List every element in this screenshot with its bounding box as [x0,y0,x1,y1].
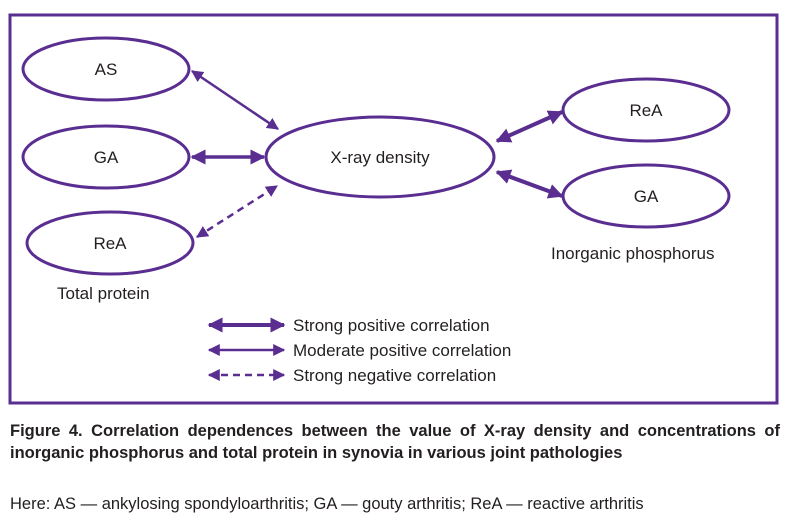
left-group-label: Total protein [57,284,150,303]
legend-item-strong-negative: Strong negative correlation [207,366,496,385]
node-ga-left: GA [21,124,191,190]
node-ga-right-label: GA [634,187,659,206]
legend: Strong positive correlation Moderate pos… [207,316,511,385]
edge-as-xray [191,69,279,131]
diagram-frame [8,13,779,405]
figure-caption-note: Here: AS — ankylosing spondyloarthritis;… [10,495,644,513]
node-as-label: AS [95,60,118,79]
correlation-diagram: AS GA ReA Total protein X-ray density Re… [8,13,779,405]
edge-xray-rea-right [495,110,564,143]
node-rea-right: ReA [561,77,731,143]
legend-item-moderate-positive: Moderate positive correlation [207,341,511,360]
legend-item-strong-positive: Strong positive correlation [207,316,490,335]
node-x-ray-density: X-ray density [264,115,496,199]
node-ga-right: GA [561,163,731,229]
node-as: AS [21,36,191,102]
node-rea-right-label: ReA [629,101,663,120]
legend-label-moderate-positive: Moderate positive correlation [293,341,511,360]
node-x-ray-density-label: X-ray density [330,148,430,167]
legend-label-strong-negative: Strong negative correlation [293,366,496,385]
right-group-label: Inorganic phosphorus [551,244,715,263]
edge-rea-xray [195,184,279,239]
legend-label-strong-positive: Strong positive correlation [293,316,490,335]
node-ga-left-label: GA [94,148,119,167]
edge-xray-ga-right [495,169,564,199]
node-rea-left: ReA [25,210,195,276]
figure-caption-title: Figure 4. Correlation dependences betwee… [10,422,780,462]
node-rea-left-label: ReA [93,234,127,253]
